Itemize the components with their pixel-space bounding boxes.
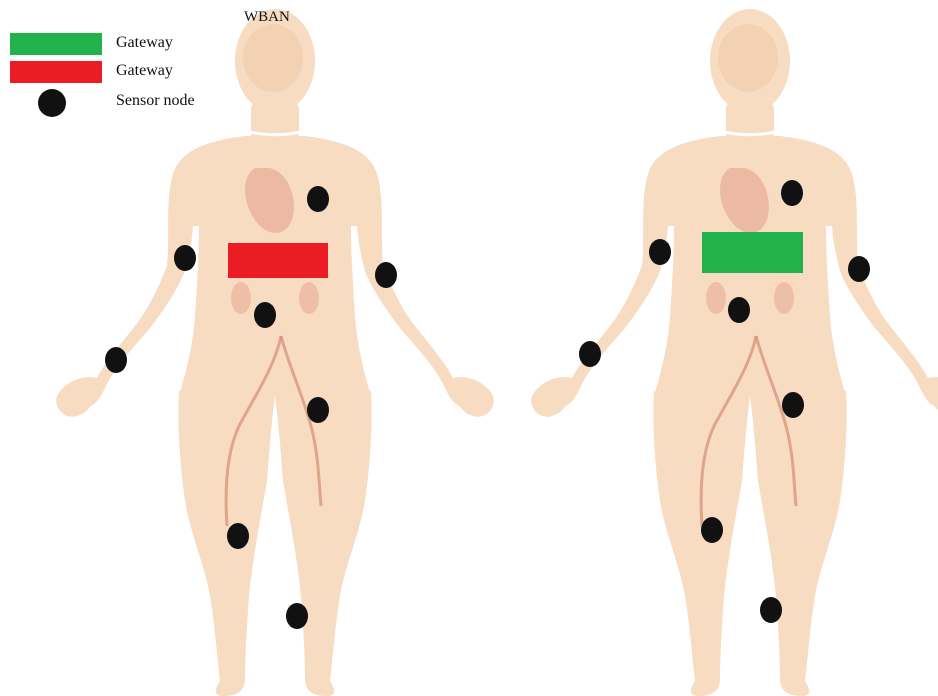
- sensor-node: [701, 517, 723, 543]
- kidney-right: [299, 282, 319, 314]
- sensor-node: [848, 256, 870, 282]
- kidney-left: [231, 282, 251, 314]
- face-shading: [243, 24, 303, 92]
- diagram-title: WBAN: [244, 9, 290, 26]
- legend-swatch-red: [10, 61, 102, 83]
- kidney-right: [774, 282, 794, 314]
- legend-sensor-dot: [38, 89, 66, 117]
- sensor-node: [105, 347, 127, 373]
- gateway-green: [702, 232, 803, 273]
- sensor-node: [579, 341, 601, 367]
- sensor-node: [307, 397, 329, 423]
- sensor-node: [649, 239, 671, 265]
- legend-label-gateway-green: Gateway: [116, 34, 173, 52]
- gateway-red: [228, 243, 328, 278]
- sensor-node: [781, 180, 803, 206]
- sensor-node: [760, 597, 782, 623]
- face-shading: [718, 24, 778, 92]
- kidney-left: [706, 282, 726, 314]
- sensor-node: [227, 523, 249, 549]
- sensor-node: [307, 186, 329, 212]
- sensor-node: [782, 392, 804, 418]
- legend-label-sensor-node: Sensor node: [116, 92, 195, 110]
- sensor-node: [286, 603, 308, 629]
- sensor-node: [174, 245, 196, 271]
- sensor-node: [254, 302, 276, 328]
- sensor-node: [375, 262, 397, 288]
- legend-label-gateway-red: Gateway: [116, 62, 173, 80]
- legend-swatch-green: [10, 33, 102, 55]
- sensor-node: [728, 297, 750, 323]
